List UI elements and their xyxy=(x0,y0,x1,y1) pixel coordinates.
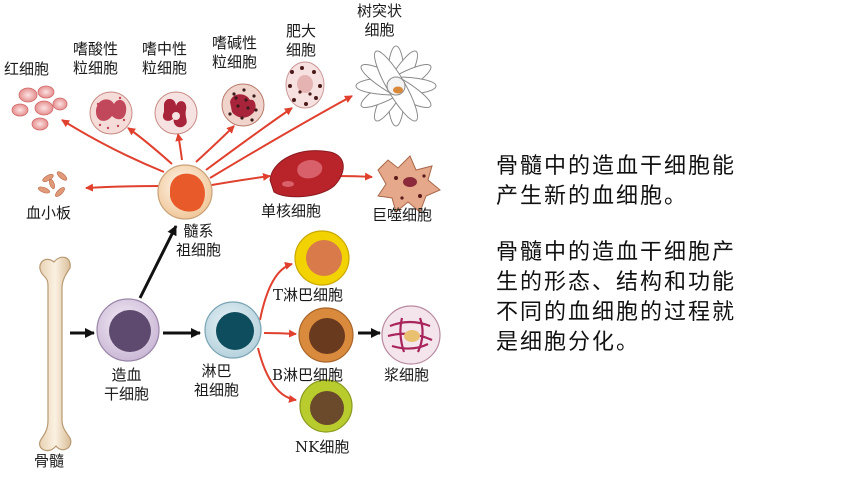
platelets-icon xyxy=(37,171,68,197)
arrow-to-basophil xyxy=(195,125,235,163)
b-cell-icon xyxy=(298,307,354,363)
macrophage-icon xyxy=(377,155,441,213)
label-nk-cell: NK细胞 xyxy=(295,438,350,456)
myeloid-progenitor-icon xyxy=(157,164,213,220)
arrow-to-dendritic xyxy=(209,95,353,179)
label-dendritic-cell: 树突状 细胞 xyxy=(357,2,403,39)
label-t-cell: T淋巴细胞 xyxy=(273,286,344,304)
label-eosinophil: 嗜酸性 粒细胞 xyxy=(73,40,119,77)
label-plasma-cell: 浆细胞 xyxy=(384,366,430,384)
arrow-to-t-cell xyxy=(259,261,293,321)
basophil-icon xyxy=(221,83,265,127)
label-basophil: 嗜碱性 粒细胞 xyxy=(212,34,258,71)
plasma-cell-icon xyxy=(381,305,441,365)
eosinophil-icon xyxy=(89,91,133,135)
label-macrophage: 巨噬细胞 xyxy=(372,206,433,224)
neutrophil-icon xyxy=(154,91,198,135)
arrow-to-neutrophil xyxy=(175,133,184,161)
monocyte-icon xyxy=(269,150,344,198)
lineage-arrows xyxy=(70,225,381,338)
text-para-2: 骨髓中的造血干细胞产 生的形态、结构和功能 不同的血细胞的过程就 是细胞分化。 xyxy=(496,240,737,355)
arrow-to-platelet xyxy=(85,183,161,192)
arrow-to-mast-cell xyxy=(205,107,293,171)
arrow-to-b-cell xyxy=(263,329,297,338)
label-platelet: 血小板 xyxy=(26,204,72,222)
text-para-1: 骨髓中的造血干细胞能 产生新的血细胞。 xyxy=(496,154,737,209)
label-lymphoid-progenitor: 淋巴 祖细胞 xyxy=(194,362,240,399)
label-hsc: 造血 干细胞 xyxy=(104,366,150,403)
arrow-to-eosinophil xyxy=(127,127,173,165)
arrow-to-monocyte xyxy=(205,172,271,187)
label-bone-marrow: 骨髓 xyxy=(34,452,65,470)
label-b-cell: B淋巴细胞 xyxy=(272,366,344,384)
nk-cell-icon xyxy=(299,379,353,433)
label-red-cell: 红细胞 xyxy=(4,60,50,78)
red-blood-cells-icon xyxy=(11,85,68,131)
label-myeloid-progenitor: 髓系 祖细胞 xyxy=(176,222,222,259)
mast-cell-icon xyxy=(285,61,325,109)
label-mast-cell: 肥大 细胞 xyxy=(286,22,317,59)
arrow-to-red-cell xyxy=(61,119,165,173)
arrow-to-nk-cell xyxy=(257,347,297,403)
hsc-icon xyxy=(96,298,160,362)
dendritic-cell-icon xyxy=(355,45,437,127)
arrow-hsc-to-myeloid xyxy=(138,225,178,299)
bone-marrow-icon xyxy=(39,256,72,452)
t-cell-icon xyxy=(294,230,350,286)
label-monocyte: 单核细胞 xyxy=(261,202,322,220)
lymphoid-progenitor-icon xyxy=(204,301,262,359)
label-neutrophil: 嗜中性 粒细胞 xyxy=(142,40,188,77)
